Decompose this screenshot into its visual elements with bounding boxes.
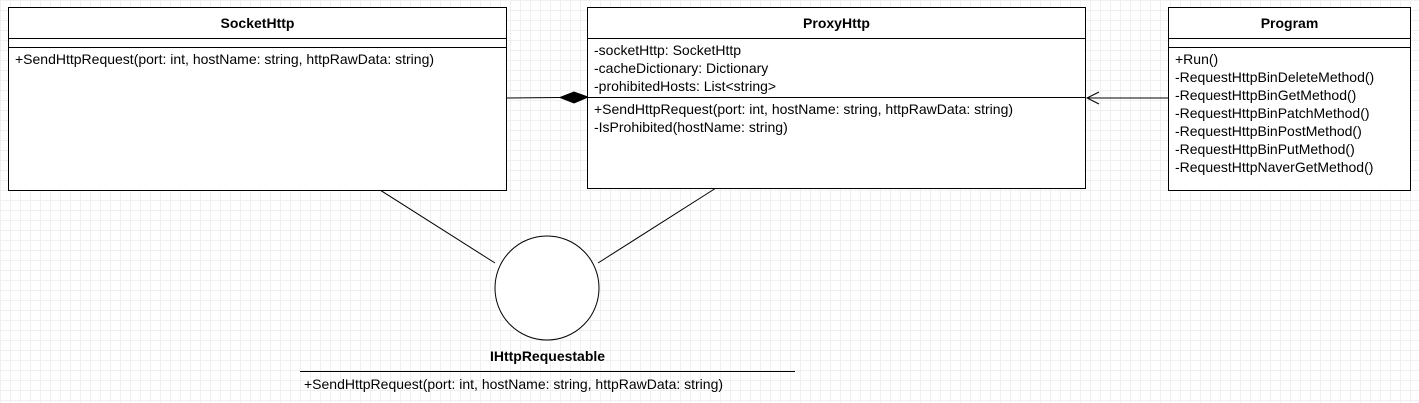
interface-name[interactable]: IHttpRequestable bbox=[489, 348, 606, 364]
attribute-row[interactable]: -cacheDictionary: Dictionary bbox=[594, 60, 769, 76]
method-row[interactable]: -RequestHttpBinGetMethod() bbox=[1175, 87, 1357, 103]
realization-line-proxyhttp[interactable] bbox=[597, 187, 717, 264]
composition-line[interactable] bbox=[506, 97, 561, 99]
method-row[interactable]: -RequestHttpBinPostMethod() bbox=[1175, 123, 1362, 139]
class-name: Program bbox=[1169, 8, 1410, 39]
attributes-compartment bbox=[1169, 39, 1410, 48]
method-row[interactable]: -RequestHttpBinPutMethod() bbox=[1175, 141, 1355, 157]
method-row[interactable]: -RequestHttpBinDeleteMethod() bbox=[1175, 69, 1375, 85]
method-row[interactable]: +SendHttpRequest(port: int, hostName: st… bbox=[15, 51, 435, 67]
method-row[interactable]: +SendHttpRequest(port: int, hostName: st… bbox=[594, 101, 1014, 117]
interface-lollipop-circle[interactable] bbox=[494, 235, 600, 341]
interface-method-row[interactable]: +SendHttpRequest(port: int, hostName: st… bbox=[304, 376, 724, 392]
class-sockethttp[interactable]: SocketHttp +SendHttpRequest(port: int, h… bbox=[8, 7, 507, 191]
method-row[interactable]: -RequestHttpBinPatchMethod() bbox=[1175, 105, 1370, 121]
class-proxyhttp[interactable]: ProxyHttp -socketHttp: SocketHttp -cache… bbox=[587, 7, 1086, 189]
class-name: SocketHttp bbox=[9, 8, 506, 39]
attribute-row[interactable]: -prohibitedHosts: List<string> bbox=[594, 78, 777, 94]
attributes-compartment bbox=[9, 39, 506, 48]
attributes-compartment: -socketHttp: SocketHttp -cacheDictionary… bbox=[588, 39, 1085, 98]
methods-compartment: +Run() -RequestHttpBinDeleteMethod() -Re… bbox=[1169, 48, 1410, 178]
association-arrowhead bbox=[1085, 91, 1100, 105]
interface-divider bbox=[300, 371, 795, 372]
methods-compartment: +SendHttpRequest(port: int, hostName: st… bbox=[9, 48, 506, 70]
methods-compartment: +SendHttpRequest(port: int, hostName: st… bbox=[588, 98, 1085, 138]
method-row[interactable]: +Run() bbox=[1175, 51, 1219, 67]
class-name: ProxyHttp bbox=[588, 8, 1085, 39]
realization-line-sockethttp[interactable] bbox=[379, 189, 496, 264]
attribute-row[interactable]: -socketHttp: SocketHttp bbox=[594, 42, 742, 58]
method-row[interactable]: -IsProhibited(hostName: string) bbox=[594, 119, 788, 135]
method-row[interactable]: -RequestHttpNaverGetMethod() bbox=[1175, 159, 1374, 175]
composition-diamond bbox=[558, 91, 590, 104]
class-program[interactable]: Program +Run() -RequestHttpBinDeleteMeth… bbox=[1168, 7, 1411, 191]
